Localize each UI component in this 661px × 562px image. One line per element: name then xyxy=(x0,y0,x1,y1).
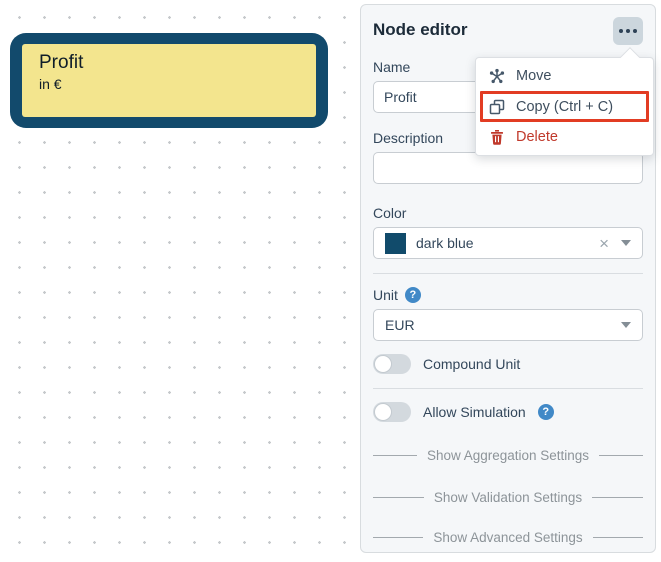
compound-unit-row: Compound Unit xyxy=(373,354,643,374)
name-label: Name xyxy=(373,59,411,75)
menu-item-label: Copy (Ctrl + C) xyxy=(516,98,614,115)
show-validation-settings[interactable]: Show Validation Settings xyxy=(373,488,643,506)
divider-line xyxy=(592,496,643,498)
toggle-knob xyxy=(374,355,392,373)
node-title: Profit xyxy=(39,52,84,73)
color-label: Color xyxy=(373,205,407,221)
menu-item-copy[interactable]: Copy (Ctrl + C) xyxy=(480,91,649,122)
panel-header: Node editor xyxy=(373,17,643,45)
copy-icon xyxy=(489,99,505,115)
chevron-down-icon[interactable] xyxy=(621,240,631,246)
profit-node[interactable]: Profit in € xyxy=(10,33,328,128)
color-select[interactable]: dark blue × xyxy=(373,227,643,259)
menu-item-move[interactable]: Move xyxy=(476,62,653,90)
allow-simulation-row: Allow Simulation ? xyxy=(373,402,643,422)
unit-help-icon[interactable]: ? xyxy=(404,287,421,303)
allow-simulation-toggle[interactable] xyxy=(373,402,411,422)
show-aggregation-settings[interactable]: Show Aggregation Settings xyxy=(373,446,643,464)
simulation-help-icon[interactable]: ? xyxy=(537,404,554,420)
description-label: Description xyxy=(373,130,444,146)
color-swatch xyxy=(385,232,406,254)
show-advanced-settings[interactable]: Show Advanced Settings xyxy=(373,528,644,546)
move-icon xyxy=(489,68,505,84)
menu-item-label: Move xyxy=(516,68,552,84)
panel-title: Node editor xyxy=(373,20,468,39)
description-input[interactable] xyxy=(373,152,643,184)
unit-select[interactable]: EUR xyxy=(373,309,643,341)
menu-item-delete[interactable]: Delete xyxy=(476,123,653,151)
chevron-down-icon[interactable] xyxy=(621,322,631,328)
clear-color-icon[interactable]: × xyxy=(599,233,609,253)
profit-node-body: Profit in € xyxy=(22,44,316,117)
unit-select-value: EUR xyxy=(385,317,415,333)
allow-simulation-label: Allow Simulation xyxy=(423,404,526,420)
compound-unit-label: Compound Unit xyxy=(423,356,521,372)
divider-line xyxy=(373,496,424,498)
unit-label: Unit xyxy=(373,287,398,303)
trash-icon xyxy=(489,129,505,145)
color-select-value: dark blue xyxy=(416,235,474,251)
unit-label-row: Unit ? xyxy=(373,287,643,303)
node-unit-label: in € xyxy=(39,76,62,92)
compound-unit-toggle[interactable] xyxy=(373,354,411,374)
divider-line xyxy=(373,536,424,538)
more-options-button[interactable] xyxy=(613,17,643,45)
divider-line xyxy=(599,454,643,456)
menu-item-label: Delete xyxy=(516,129,558,145)
divider xyxy=(373,388,643,389)
divider xyxy=(373,273,643,274)
node-context-menu: Move Copy (Ctrl + C) Delete xyxy=(475,47,654,156)
divider-line xyxy=(373,454,417,456)
toggle-knob xyxy=(374,403,392,421)
ellipsis-icon xyxy=(619,29,623,33)
divider-line xyxy=(592,536,644,538)
